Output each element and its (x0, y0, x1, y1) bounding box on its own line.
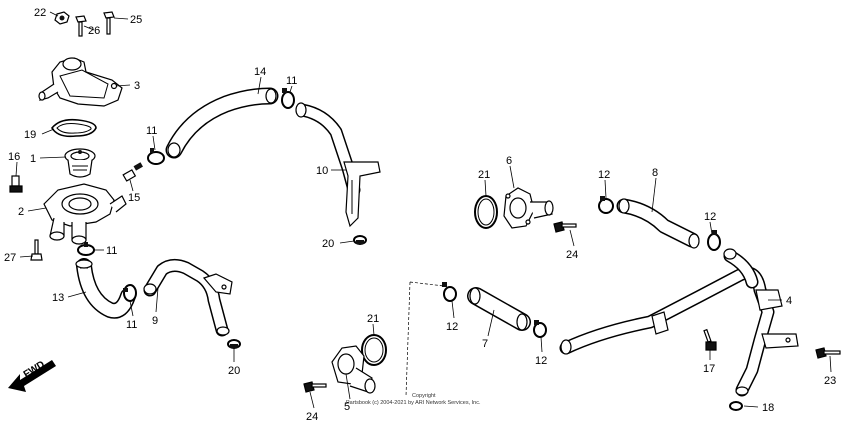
clamp-11-c[interactable] (123, 284, 137, 302)
callout-23: 23 (824, 375, 836, 387)
hose-14[interactable] (165, 87, 279, 159)
callout-22: 22 (34, 7, 46, 19)
water-outlet-6[interactable] (503, 187, 554, 229)
o-ring-21-a[interactable] (474, 195, 498, 229)
pipe-9[interactable] (143, 258, 233, 337)
callout-12-c: 12 (446, 321, 458, 333)
gasket-19[interactable] (51, 118, 97, 138)
callout-16: 16 (8, 151, 20, 163)
callout-19: 19 (24, 129, 36, 141)
callout-27: 27 (4, 252, 16, 264)
thermostat-1[interactable] (64, 148, 96, 178)
bolt-23[interactable] (815, 347, 841, 359)
clamp-12-a[interactable] (598, 196, 614, 214)
callout-18: 18 (762, 402, 774, 414)
fitting-15[interactable] (122, 162, 143, 182)
bolt-26[interactable] (75, 15, 87, 37)
callout-11-b: 11 (106, 245, 117, 257)
bolt-24-b[interactable] (303, 381, 327, 393)
callout-4: 4 (786, 295, 792, 307)
callout-12-a: 12 (598, 169, 610, 181)
callout-12-b: 12 (704, 211, 716, 223)
forward-arrow-icon: FWD (8, 359, 56, 392)
callout-7: 7 (482, 338, 488, 350)
callout-13: 13 (52, 292, 64, 304)
callout-3: 3 (134, 80, 140, 92)
clamp-12-c[interactable] (442, 282, 457, 302)
bolt-25[interactable] (103, 11, 115, 35)
callout-14: 14 (254, 66, 266, 78)
bolt-24-a[interactable] (553, 221, 577, 233)
pipe-10[interactable] (295, 102, 381, 228)
leader-lines (15, 11, 832, 409)
hose-7[interactable] (467, 287, 531, 331)
clamp-11-d[interactable] (281, 88, 295, 109)
pipe-assembly-4[interactable] (559, 248, 799, 397)
sensor-16[interactable] (9, 175, 23, 193)
grommet-20-a[interactable] (353, 235, 367, 245)
callout-11-c: 11 (126, 319, 137, 331)
thermostat-cover-3[interactable] (38, 57, 123, 107)
callout-20-a: 20 (322, 238, 334, 250)
o-ring-21-b[interactable] (361, 334, 387, 366)
bolt-17[interactable] (703, 328, 717, 351)
callout-20-b: 20 (228, 365, 240, 377)
callout-11-a: 11 (146, 125, 157, 137)
copyright-line-1: Copyright (412, 393, 436, 399)
callout-1: 1 (30, 153, 36, 165)
callout-5: 5 (344, 401, 350, 413)
callout-2: 2 (18, 206, 24, 218)
callout-6: 6 (506, 155, 512, 167)
reference-line (405, 281, 445, 397)
thermostat-housing-2[interactable] (43, 183, 127, 245)
callout-8: 8 (652, 167, 658, 179)
callout-11-d: 11 (286, 75, 297, 87)
callout-12-d: 12 (535, 355, 547, 367)
grommet-20-b[interactable] (227, 339, 241, 349)
o-ring-18[interactable] (729, 401, 743, 411)
callout-17: 17 (703, 363, 715, 375)
clamp-12-d[interactable] (533, 320, 547, 338)
copyright-line-2: Partsbook (c) 2004-2021 by ARI Network S… (346, 400, 481, 406)
callout-9: 9 (152, 315, 158, 327)
callout-10: 10 (316, 165, 328, 177)
callout-15: 15 (128, 192, 140, 204)
clamp-12-b[interactable] (707, 230, 721, 251)
callout-21-b: 21 (367, 313, 379, 325)
callout-24-a: 24 (566, 249, 578, 261)
callout-24-b: 24 (306, 411, 318, 423)
nut-22[interactable] (54, 11, 70, 25)
callout-25: 25 (130, 14, 142, 26)
hose-13[interactable] (75, 258, 136, 319)
bolt-27[interactable] (30, 239, 43, 261)
hose-8[interactable] (616, 198, 700, 249)
fitting-5[interactable] (331, 345, 376, 394)
callout-21-a: 21 (478, 169, 490, 181)
callout-26: 26 (88, 25, 100, 37)
clamp-11-a[interactable] (147, 148, 165, 165)
